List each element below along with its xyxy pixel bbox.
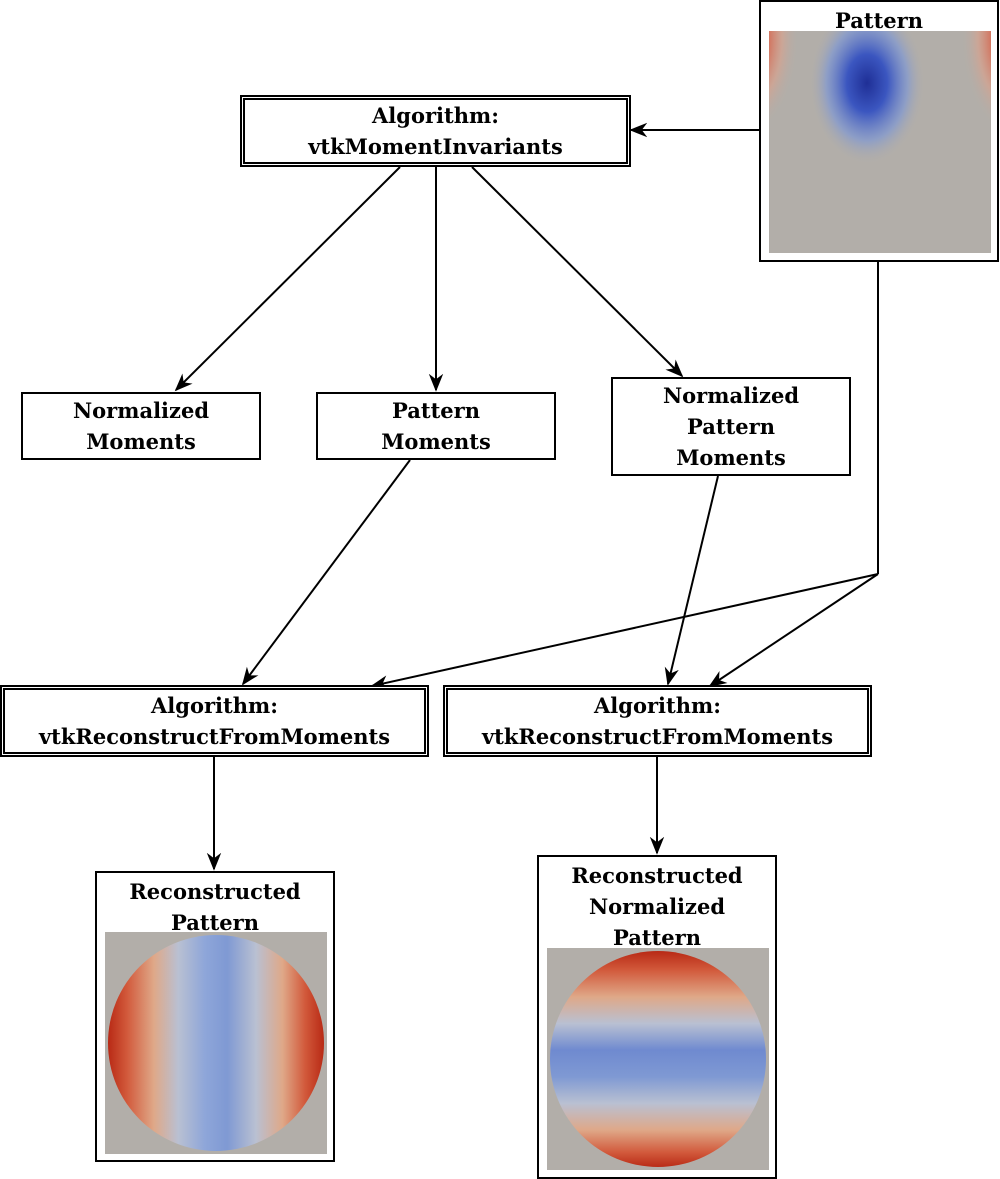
edge-algorithm-to-normalized-pattern-moments [471, 166, 684, 378]
node-line: Algorithm: [372, 103, 499, 128]
edge-algorithm-to-normalized-moments [174, 166, 401, 392]
figure-title: Reconstructed [129, 879, 301, 904]
algorithm-reconstruct-left-node: Algorithm: vtkReconstructFromMoments [0, 685, 429, 757]
edge-pattern-to-reconstruct-right [708, 573, 879, 687]
edge-pattern-moments-to-reconstruct-left [241, 459, 411, 686]
node-line: Moments [676, 445, 786, 470]
node-line: Moments [86, 429, 196, 454]
node-line: vtkReconstructFromMoments [38, 724, 391, 749]
reconstructed-pattern-figure: Reconstructed Pattern [95, 871, 335, 1162]
figure-title: Reconstructed [571, 863, 743, 888]
normalized-moments-node: Normalized Moments [21, 392, 261, 460]
edge-pattern-to-reconstruct-left [370, 573, 879, 690]
reconstructed-pattern-image [105, 932, 327, 1154]
figure-title: Pattern [613, 925, 701, 950]
figure-title: Pattern [171, 910, 259, 935]
pattern-image [769, 31, 991, 253]
node-line: Normalized [72, 398, 210, 423]
reconstructed-normalized-pattern-figure: Reconstructed Normalized Pattern [537, 855, 777, 1179]
pattern-figure: Pattern [759, 0, 999, 262]
algorithm-moment-invariants-node: Algorithm: vtkMomentInvariants [240, 95, 631, 167]
pattern-moments-node: Pattern Moments [316, 392, 556, 460]
figure-title: Pattern [835, 8, 923, 33]
node-line: Pattern [687, 414, 775, 439]
node-line: Algorithm: [594, 693, 721, 718]
node-line: Normalized [662, 383, 800, 408]
node-line: vtkReconstructFromMoments [481, 724, 834, 749]
node-line: vtkMomentInvariants [308, 134, 563, 159]
figure-title: Normalized [588, 894, 726, 919]
node-line: Algorithm: [151, 693, 278, 718]
node-line: Pattern [392, 398, 480, 423]
edge-normalized-pattern-moments-to-reconstruct-right [664, 475, 719, 686]
reconstructed-normalized-pattern-image [547, 948, 769, 1170]
normalized-pattern-moments-node: Normalized Pattern Moments [611, 377, 851, 476]
algorithm-reconstruct-right-node: Algorithm: vtkReconstructFromMoments [443, 685, 872, 757]
node-line: Moments [381, 429, 491, 454]
